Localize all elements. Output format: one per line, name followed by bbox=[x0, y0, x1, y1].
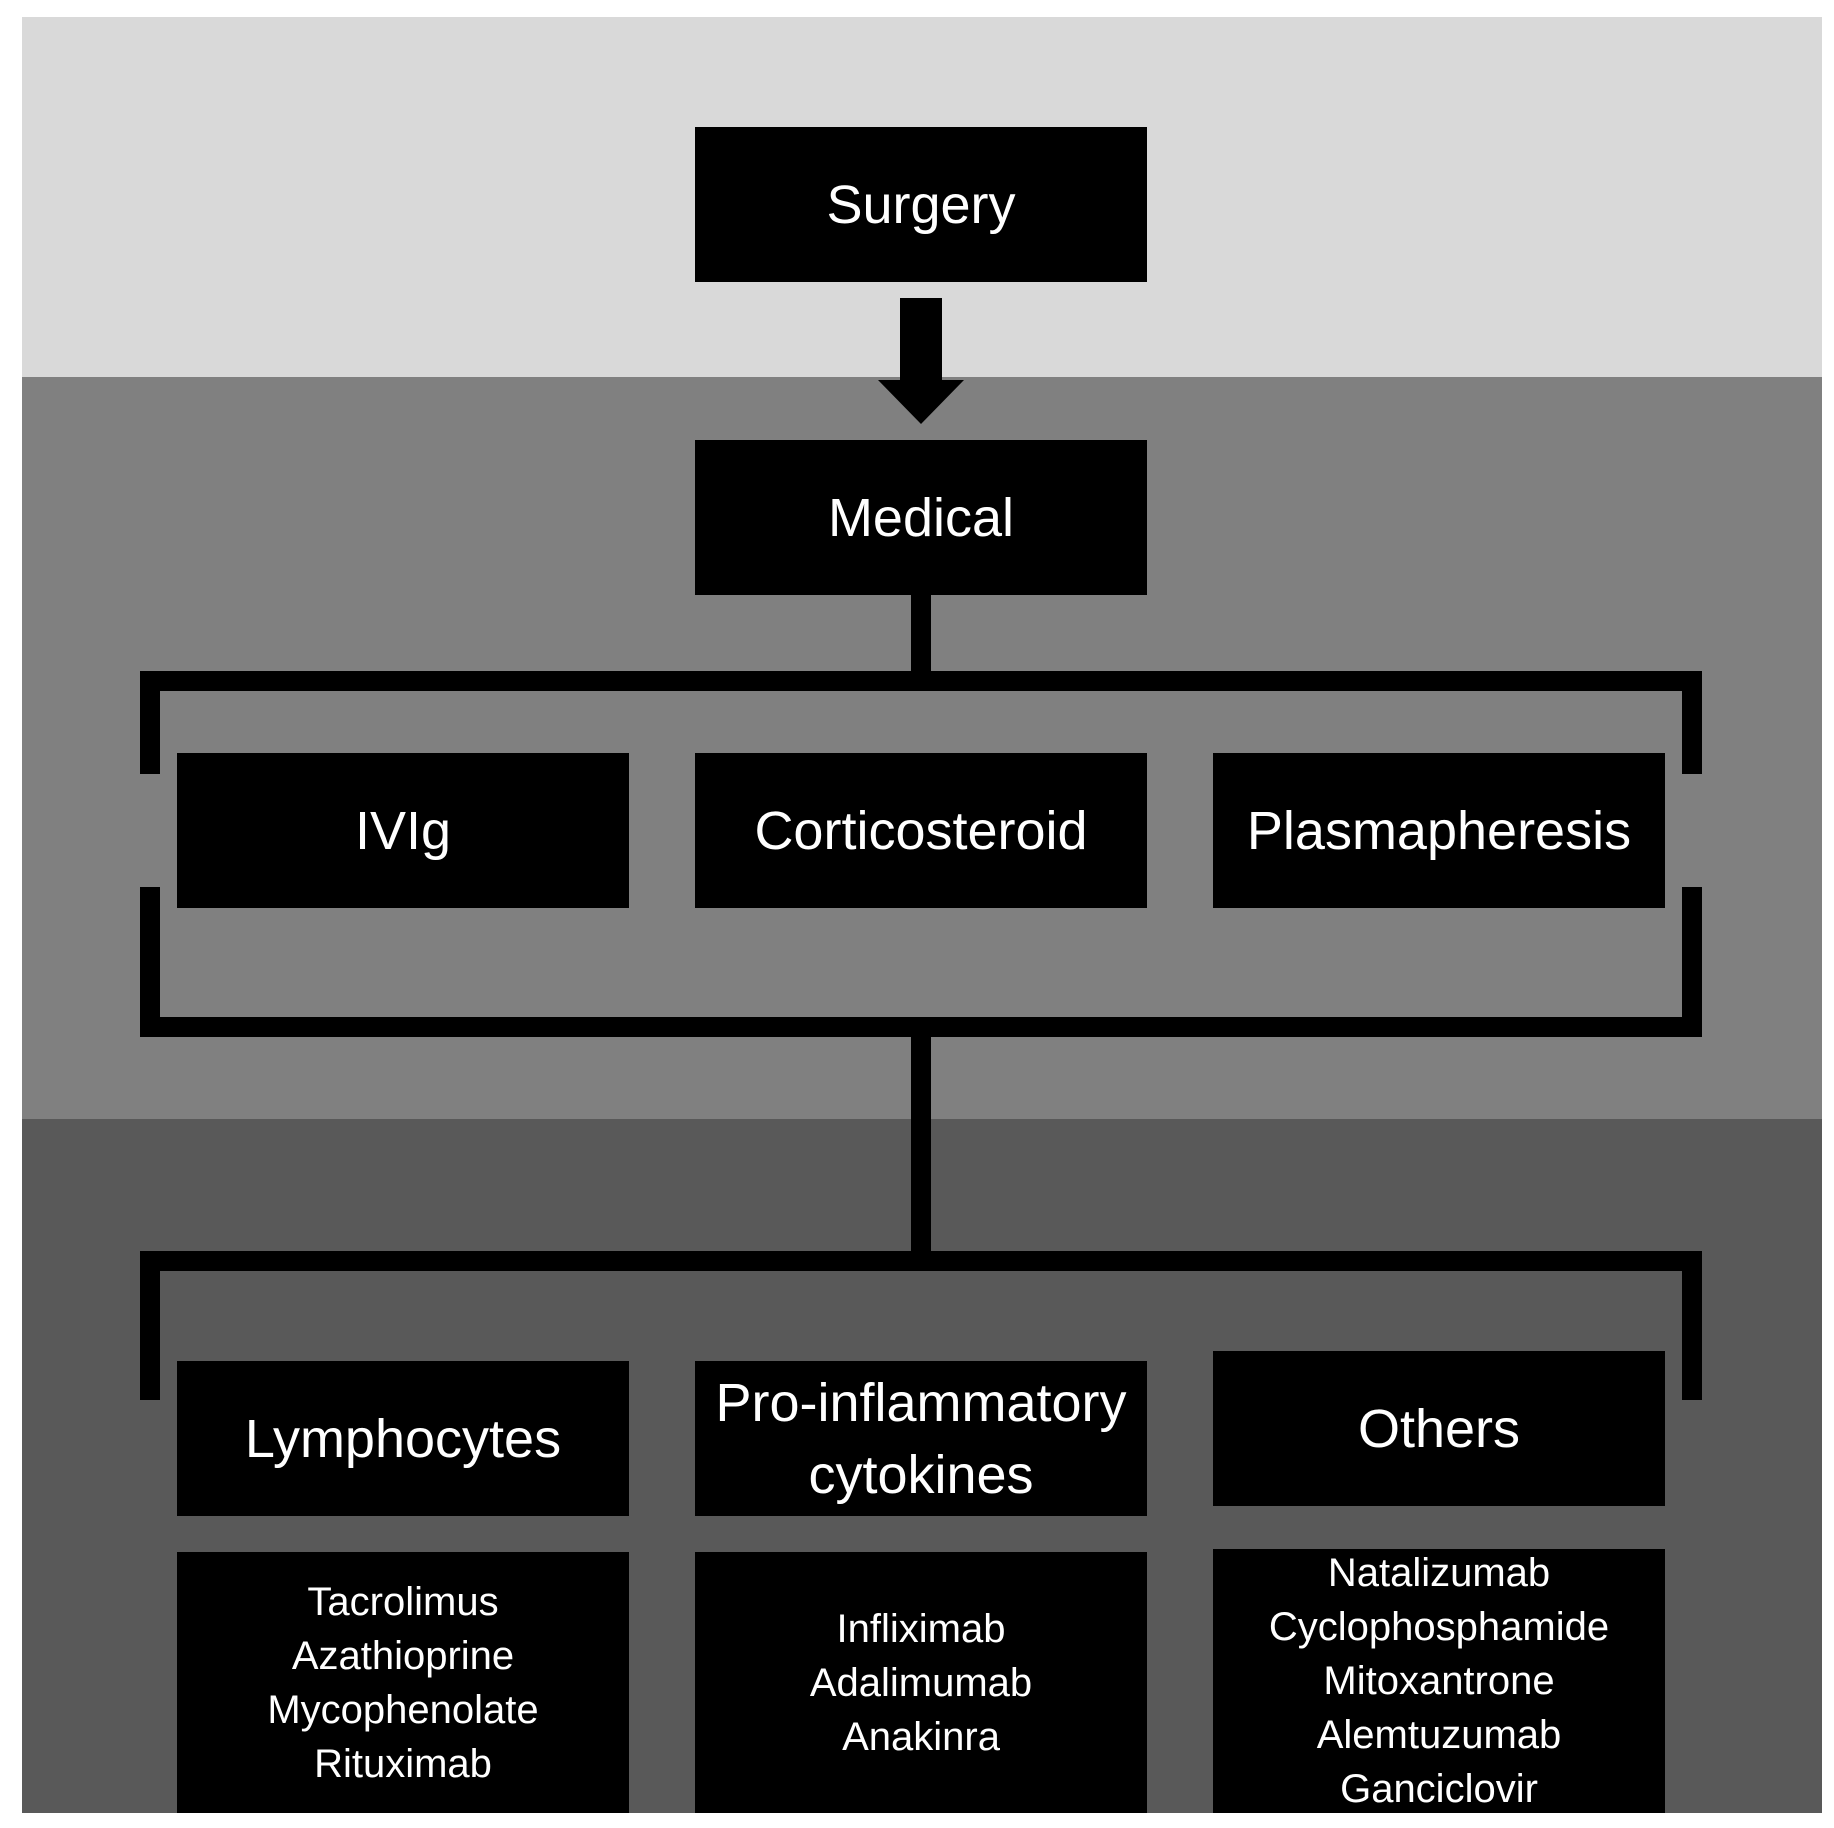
drug-item: Anakinra bbox=[842, 1714, 1000, 1759]
lymphocytes-node: Lymphocytes bbox=[177, 1361, 629, 1516]
lower-bracket-right-leg bbox=[1682, 1251, 1702, 1400]
down-arrow-head bbox=[878, 380, 964, 424]
drug-item: Alemtuzumab bbox=[1316, 1713, 1562, 1757]
drug-item: Infliximab bbox=[836, 1606, 1006, 1651]
ivig-label: IVIg bbox=[354, 800, 452, 861]
cytokines-node: Pro-inflammatory cytokines bbox=[695, 1361, 1147, 1516]
others-label: Others bbox=[1357, 1398, 1521, 1459]
drug-item: Adalimumab bbox=[809, 1660, 1033, 1705]
plasmapheresis-node: Plasmapheresis bbox=[1213, 753, 1665, 908]
lymphocytes-drug-list: Tacrolimus Azathioprine Mycophenolate Ri… bbox=[177, 1552, 629, 1813]
others-node: Others bbox=[1213, 1351, 1665, 1506]
ivig-node: IVIg bbox=[177, 753, 629, 908]
corticosteroid-node: Corticosteroid bbox=[695, 753, 1147, 908]
lower-bracket-left-leg bbox=[140, 1251, 160, 1400]
upper-bracket-bottom-right-leg bbox=[1682, 887, 1702, 1037]
drug-item: Tacrolimus bbox=[307, 1579, 499, 1624]
medical-connector bbox=[911, 595, 931, 675]
drug-item: Mycophenolate bbox=[267, 1687, 539, 1732]
upper-bracket-top-right-leg bbox=[1682, 671, 1702, 774]
drug-item: Natalizumab bbox=[1327, 1551, 1551, 1595]
plasmapheresis-label: Plasmapheresis bbox=[1246, 800, 1632, 861]
lymphocytes-label: Lymphocytes bbox=[244, 1408, 562, 1469]
cytokines-drug-list: Infliximab Adalimumab Anakinra bbox=[695, 1552, 1147, 1813]
upper-bracket-top-left-leg bbox=[140, 671, 160, 774]
corticosteroid-label: Corticosteroid bbox=[754, 800, 1088, 861]
medical-node: Medical bbox=[695, 440, 1147, 595]
down-arrow-shaft bbox=[900, 298, 942, 382]
drug-item: Cyclophosphamide bbox=[1268, 1605, 1610, 1649]
drug-item: Ganciclovir bbox=[1340, 1767, 1538, 1811]
upper-bracket-bottom-left-leg bbox=[140, 887, 160, 1037]
upper-bracket-bottom-bar bbox=[140, 1017, 1702, 1037]
drug-item: Azathioprine bbox=[291, 1633, 515, 1678]
medical-label: Medical bbox=[827, 487, 1015, 548]
drug-item: Mitoxantrone bbox=[1323, 1659, 1555, 1703]
cytokines-label: Pro-inflammatory cytokines bbox=[715, 1372, 1127, 1505]
lower-bracket-bar bbox=[140, 1251, 1702, 1271]
upper-bracket-top-bar bbox=[140, 671, 1702, 691]
drug-item: Rituximab bbox=[314, 1741, 492, 1786]
lower-connector bbox=[911, 1037, 931, 1259]
surgery-label: Surgery bbox=[826, 174, 1016, 235]
surgery-node: Surgery bbox=[695, 127, 1147, 282]
others-drug-list: Natalizumab Cyclophosphamide Mitoxantron… bbox=[1213, 1549, 1665, 1813]
